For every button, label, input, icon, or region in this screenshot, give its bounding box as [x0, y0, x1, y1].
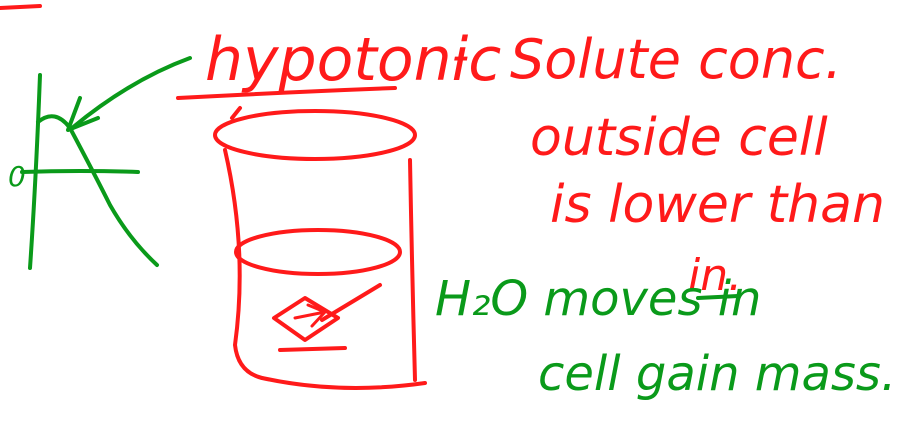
graph-curve [36, 114, 159, 267]
concentration-graph: 0 [8, 56, 192, 270]
definition-line-3: is lower than [550, 175, 885, 235]
definition-line-2: outside cell [530, 108, 828, 168]
graph-x-axis [20, 169, 140, 174]
beaker-bottom [260, 376, 427, 390]
graph-y-axis [28, 73, 42, 270]
cell-inner-arrow [293, 303, 328, 328]
graph-arrow-head [66, 96, 100, 132]
annotation-line-2: cell gain mass. [538, 346, 896, 402]
beaker-top-rim [213, 109, 417, 161]
beaker-drawing [213, 106, 427, 390]
cell-diamond [272, 296, 340, 342]
definition-line-1: Solute conc. [510, 28, 842, 91]
hypotonic-underline [176, 86, 397, 100]
hypotonic-term: hypotonic [205, 25, 501, 95]
definition-line-4: in. [688, 250, 742, 301]
cell-pointer-arrow [320, 283, 382, 322]
water-surface [234, 228, 402, 276]
heading-dash: - [452, 28, 469, 84]
beaker-right-wall [408, 158, 417, 382]
cell-underline [278, 346, 347, 352]
beaker-left-wall [223, 148, 264, 380]
graph-zero-label: 0 [8, 160, 26, 193]
annotation-dash [696, 294, 740, 300]
graph-arrow-line [70, 56, 192, 130]
red-top-stroke [0, 4, 42, 10]
beaker-small-tick [230, 106, 242, 120]
